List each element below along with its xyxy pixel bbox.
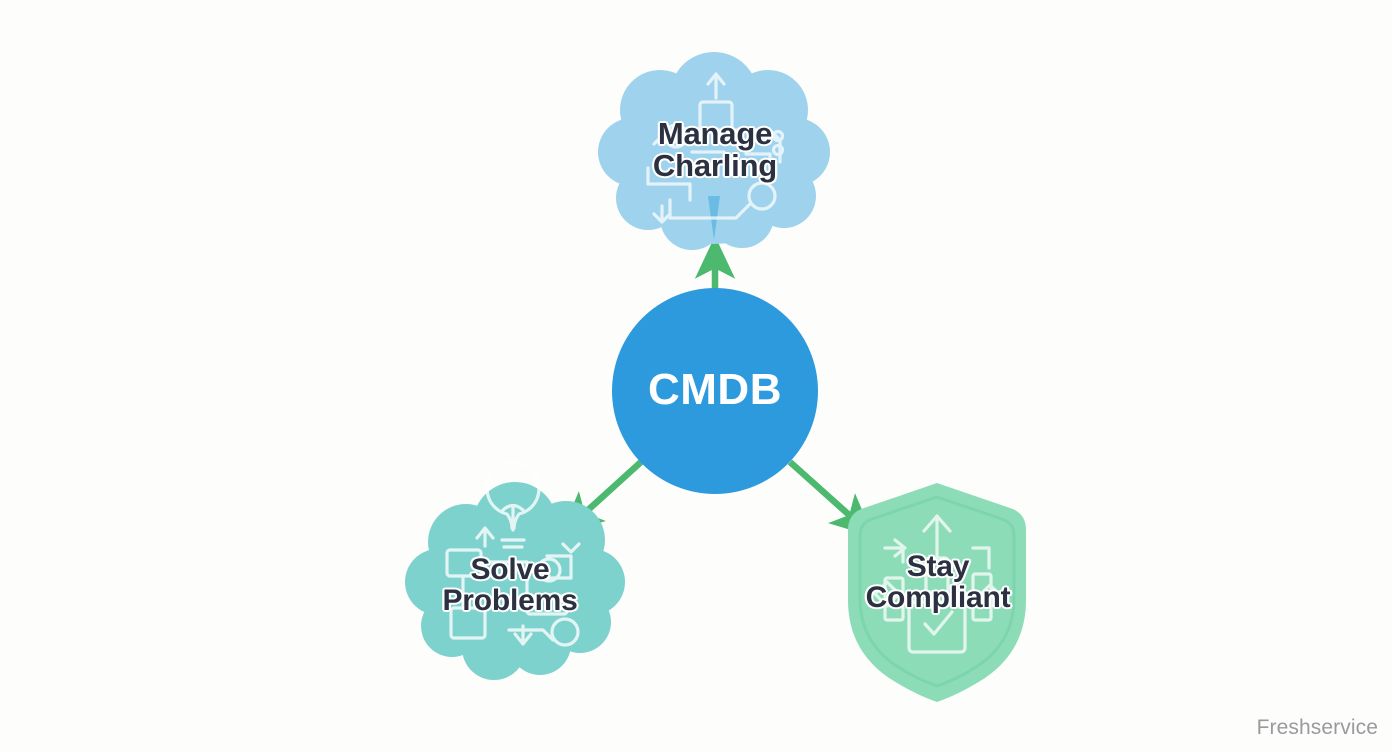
node-stay-compliant[interactable] [848,483,1026,702]
node-cmdb[interactable] [612,288,818,494]
freshservice-watermark: Freshservice [1256,716,1378,739]
arrow-to-stay-compliant [787,459,874,537]
node-manage-change[interactable] [598,52,830,250]
stay-compliant-shield-bevel [858,495,1016,688]
manage-change-cloud-shape [598,52,830,250]
solve-problems-cloud-shape [405,482,625,680]
cmdb-circle-shape [612,288,818,494]
node-solve-problems[interactable] [405,461,625,680]
